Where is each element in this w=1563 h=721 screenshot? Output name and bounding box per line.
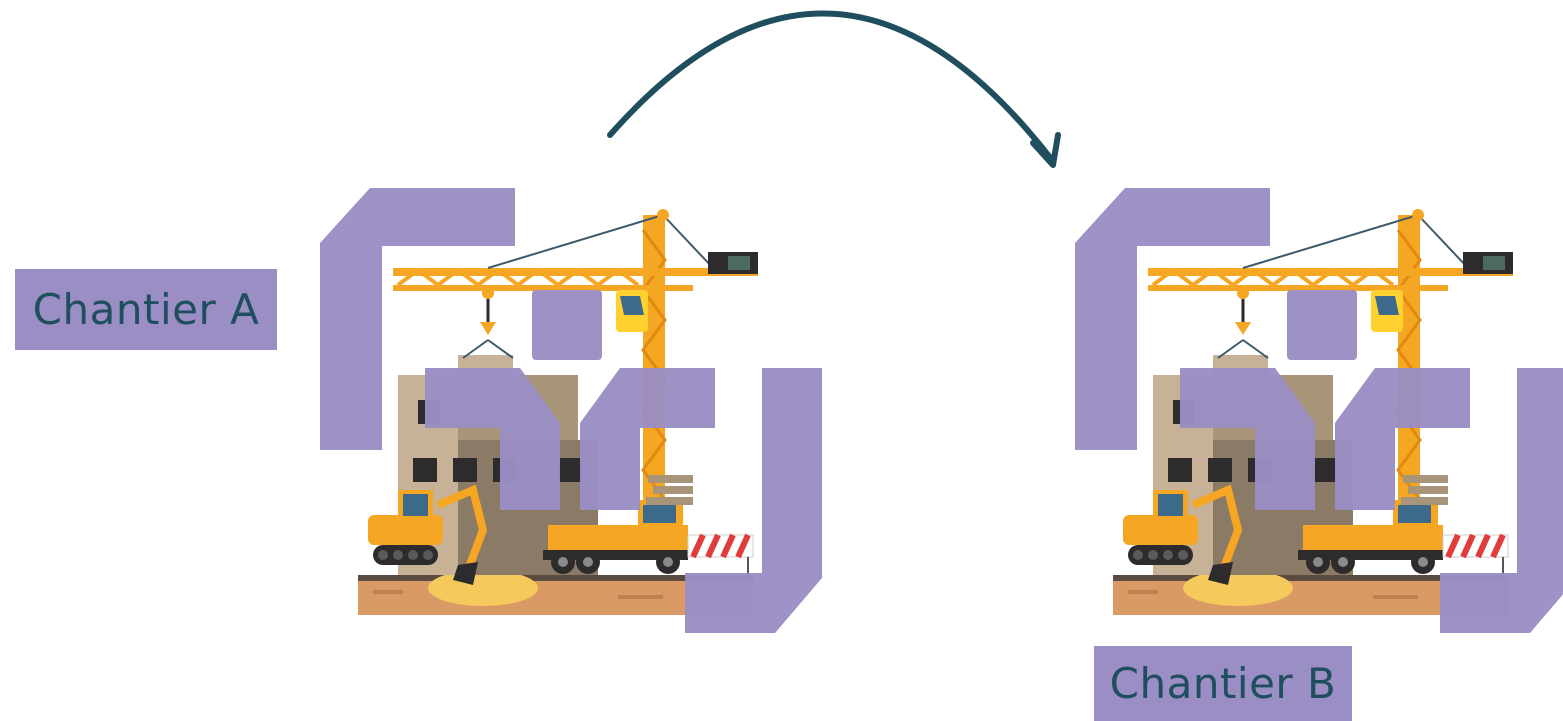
curved-arrow-icon (610, 13, 1058, 165)
label-chantier-b: Chantier B (1094, 646, 1352, 721)
label-chantier-a: Chantier A (15, 269, 277, 350)
